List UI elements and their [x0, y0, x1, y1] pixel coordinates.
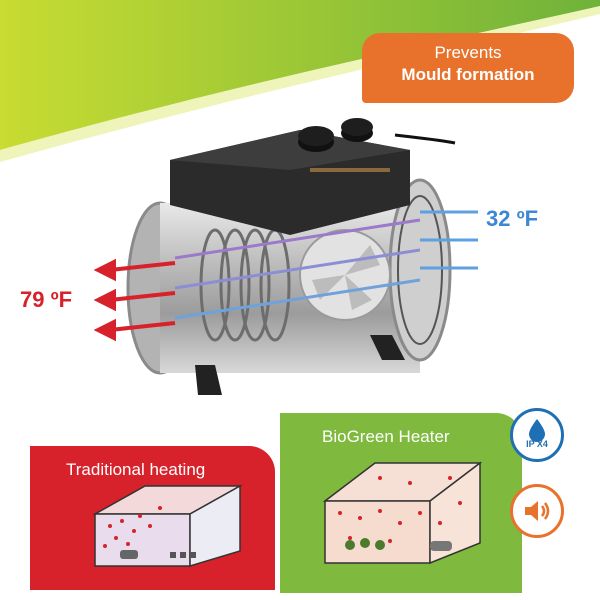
- ip-rating-label: IP X4: [526, 439, 548, 449]
- traditional-heating-panel: Traditional heating: [30, 446, 275, 590]
- hot-temperature-label: 79 ºF: [20, 287, 73, 312]
- cold-airflow-lines: [420, 210, 478, 270]
- control-knob: [341, 118, 373, 142]
- power-cable: [394, 133, 456, 145]
- control-knob: [298, 126, 334, 152]
- cold-temperature-label: 32 ºF: [486, 206, 539, 231]
- internal-airflow-lines: [174, 218, 421, 320]
- traditional-heating-title: Traditional heating: [66, 460, 206, 479]
- biogreen-heater-panel: BioGreen Heater: [280, 413, 522, 593]
- hot-air-arrows: [93, 258, 176, 342]
- greenhouse-illustration-traditional: [92, 484, 243, 568]
- badge-line-1: Prevents: [434, 43, 502, 62]
- biogreen-heater-title: BioGreen Heater: [322, 427, 450, 446]
- badge-line-2: Mould formation: [401, 65, 535, 84]
- speaker-icon: [510, 484, 564, 538]
- water-drop-icon: IP X4: [510, 408, 564, 462]
- mould-prevention-badge: Prevents Mould formation: [362, 33, 574, 103]
- greenhouse-illustration-biogreen: [322, 461, 483, 565]
